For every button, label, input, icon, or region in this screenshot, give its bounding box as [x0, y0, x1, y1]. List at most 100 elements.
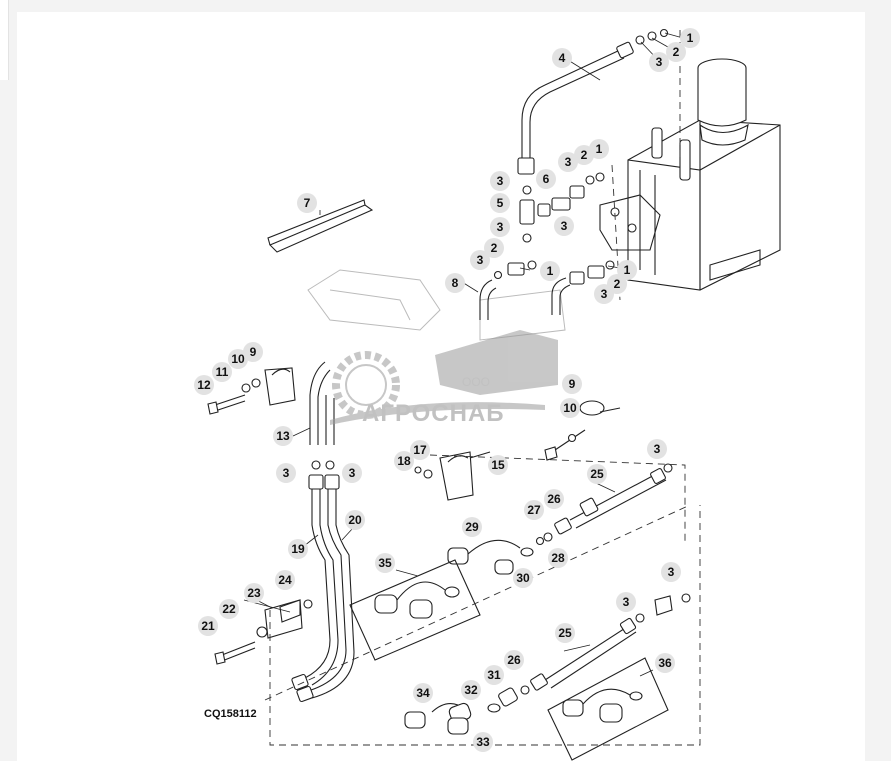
- callout-number: 5: [497, 196, 504, 210]
- callout-bubble: [560, 398, 580, 418]
- callout-bubble: [219, 599, 239, 619]
- callout-number: 3: [654, 442, 661, 456]
- callout-number: 3: [668, 565, 675, 579]
- callout-number: 3: [497, 220, 504, 234]
- callout-20: 20: [345, 510, 365, 530]
- callout-13: 13: [273, 426, 293, 446]
- callout-33: 33: [473, 732, 493, 752]
- callout-number: 27: [527, 503, 541, 517]
- callout-number: 2: [673, 45, 680, 59]
- callout-number: 3: [349, 466, 356, 480]
- clamp-bracket-9b: [544, 400, 621, 461]
- callout-35: 35: [375, 553, 395, 573]
- callout-number: 3: [601, 287, 608, 301]
- callout-number: 36: [658, 656, 672, 670]
- clamp-bracket-9: [207, 367, 296, 415]
- callout-bubble: [555, 623, 575, 643]
- callout-bubble: [228, 349, 248, 369]
- coupler-line-lower: [520, 593, 691, 695]
- callout-bubble: [661, 562, 681, 582]
- callout-3: 3: [616, 592, 636, 612]
- callout-bubble: [540, 261, 560, 281]
- callout-23: 23: [244, 583, 264, 603]
- callout-3: 3: [661, 562, 681, 582]
- callout-11: 11: [212, 362, 232, 382]
- callout-number: 3: [561, 219, 568, 233]
- callout-3: 3: [470, 250, 490, 270]
- callout-bubble: [410, 440, 430, 460]
- callout-5: 5: [490, 193, 510, 213]
- mount-bracket-23: [214, 599, 313, 665]
- callout-bubble: [490, 193, 510, 213]
- callout-bubble: [544, 489, 564, 509]
- callout-28: 28: [548, 548, 568, 568]
- callout-18: 18: [394, 451, 414, 471]
- callout-12: 12: [194, 375, 214, 395]
- callout-2: 2: [484, 238, 504, 258]
- callout-bubble: [649, 52, 669, 72]
- callout-number: 28: [551, 551, 565, 565]
- callout-bubble: [488, 455, 508, 475]
- callout-24: 24: [275, 570, 295, 590]
- coupler-31-34: [404, 687, 518, 735]
- left-panel-edge: [0, 0, 9, 80]
- callout-30: 30: [513, 568, 533, 588]
- callout-3: 3: [647, 439, 667, 459]
- callout-bubble: [273, 426, 293, 446]
- callout-number: 30: [516, 571, 530, 585]
- callout-bubble: [375, 553, 395, 573]
- callout-bubble: [462, 517, 482, 537]
- callout-number: 7: [304, 196, 311, 210]
- callout-bubble: [484, 665, 504, 685]
- callout-7: 7: [297, 193, 317, 213]
- callout-6: 6: [536, 169, 556, 189]
- callout-27: 27: [524, 500, 544, 520]
- callout-bubble: [413, 683, 433, 703]
- callout-number: 32: [464, 683, 478, 697]
- callout-number: 1: [687, 31, 694, 45]
- part-7-strip: [267, 199, 374, 253]
- callout-number: 9: [569, 377, 576, 391]
- callout-number: 3: [565, 155, 572, 169]
- callout-8: 8: [445, 273, 465, 293]
- callout-number: 17: [413, 443, 427, 457]
- callout-number: 21: [201, 619, 215, 633]
- callout-bubble: [490, 217, 510, 237]
- callout-number: 3: [477, 253, 484, 267]
- callout-bubble: [647, 439, 667, 459]
- callout-25: 25: [587, 464, 607, 484]
- callout-bubble: [297, 193, 317, 213]
- callout-26: 26: [544, 489, 564, 509]
- callout-number: 2: [491, 241, 498, 255]
- callout-bubble: [394, 451, 414, 471]
- callout-bubble: [243, 342, 263, 362]
- callout-bubble: [666, 42, 686, 62]
- callout-9: 9: [562, 374, 582, 394]
- callout-3: 3: [342, 463, 362, 483]
- callout-bubble: [558, 152, 578, 172]
- callout-bubble: [345, 510, 365, 530]
- callout-bubble: [275, 570, 295, 590]
- hydraulic-reservoir: [599, 58, 781, 291]
- callout-bubble: [484, 238, 504, 258]
- callout-bubble: [655, 653, 675, 673]
- callout-number: 15: [491, 458, 505, 472]
- callout-bubble: [470, 250, 490, 270]
- callout-25: 25: [555, 623, 575, 643]
- callout-number: 3: [656, 55, 663, 69]
- callout-17: 17: [410, 440, 430, 460]
- callout-22: 22: [219, 599, 239, 619]
- callout-1: 1: [540, 261, 560, 281]
- callout-number: 33: [476, 735, 490, 749]
- watermark-logo: ООО АГРОСНАБ: [330, 330, 558, 427]
- hose-4: [517, 28, 669, 175]
- callout-2: 2: [574, 145, 594, 165]
- callout-bubble: [461, 680, 481, 700]
- callout-36: 36: [655, 653, 675, 673]
- callout-bubble: [536, 169, 556, 189]
- callout-bubble: [562, 374, 582, 394]
- callout-number: 35: [378, 556, 392, 570]
- callout-number: 13: [276, 429, 290, 443]
- callout-1: 1: [680, 28, 700, 48]
